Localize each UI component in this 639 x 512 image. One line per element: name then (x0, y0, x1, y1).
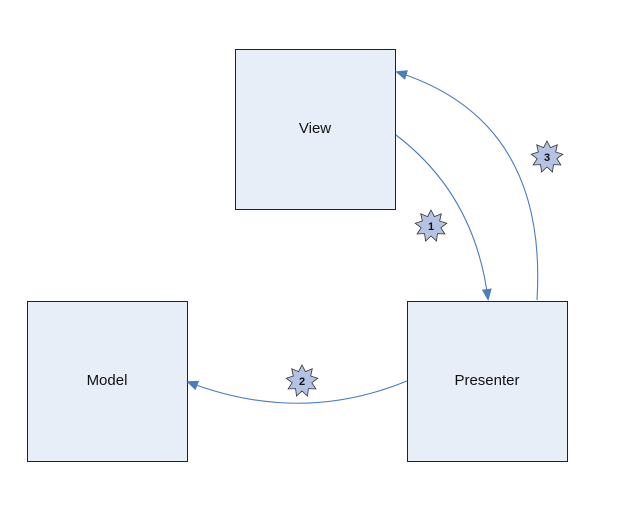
model-box (27, 301, 188, 462)
arrow-view-to-presenter (395, 134, 492, 301)
step-2-number: 2 (299, 376, 305, 388)
arrow-presenter-to-model (186, 380, 408, 404)
presenter-box (407, 301, 568, 462)
step-1-badge: 1 (414, 209, 448, 242)
model-label: Model (87, 372, 128, 389)
star-icon (414, 209, 448, 242)
presenter-node: Presenter (407, 301, 568, 462)
step-3-badge: 3 (530, 140, 564, 173)
star-icon (530, 140, 564, 173)
presenter-label: Presenter (454, 372, 519, 389)
view-box (235, 49, 396, 210)
model-node: Model (27, 301, 188, 462)
step-2-badge: 2 (285, 364, 319, 397)
step-1-number: 1 (428, 221, 434, 233)
star-icon (285, 364, 319, 397)
arrow-presenter-to-view (395, 70, 539, 301)
view-label: View (299, 120, 331, 137)
view-node: View (235, 49, 396, 210)
step-3-number: 3 (544, 152, 550, 164)
